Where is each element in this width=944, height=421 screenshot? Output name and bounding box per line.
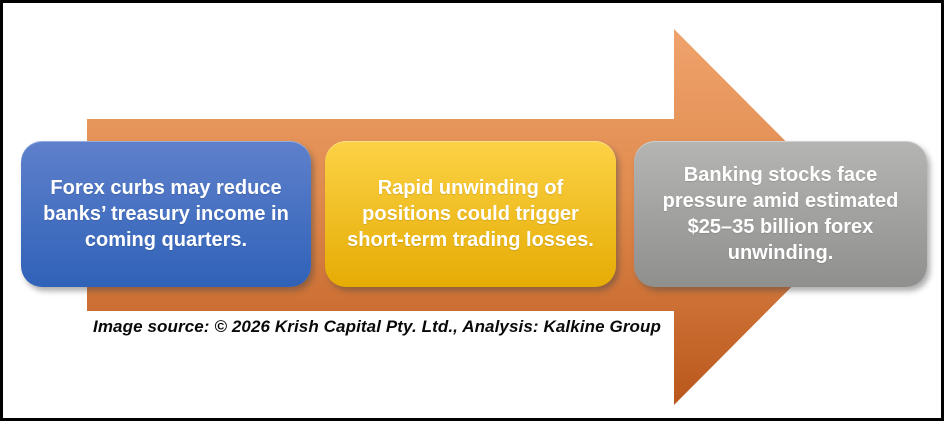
callout-banking-stocks-text: Banking stocks face pressure amid estima…	[662, 164, 899, 264]
callout-forex-curbs-text: Forex curbs may reduce banks’ treasury i…	[43, 177, 289, 251]
image-source-caption: Image source: © 2026 Krish Capital Pty. …	[93, 317, 661, 336]
callout-rapid-unwinding-text: Rapid unwinding of positions could trigg…	[347, 177, 594, 251]
callout-rapid-unwinding: Rapid unwinding of positions could trigg…	[325, 141, 616, 287]
callout-forex-curbs: Forex curbs may reduce banks’ treasury i…	[21, 141, 311, 287]
callout-banking-stocks: Banking stocks face pressure amid estima…	[634, 141, 927, 287]
